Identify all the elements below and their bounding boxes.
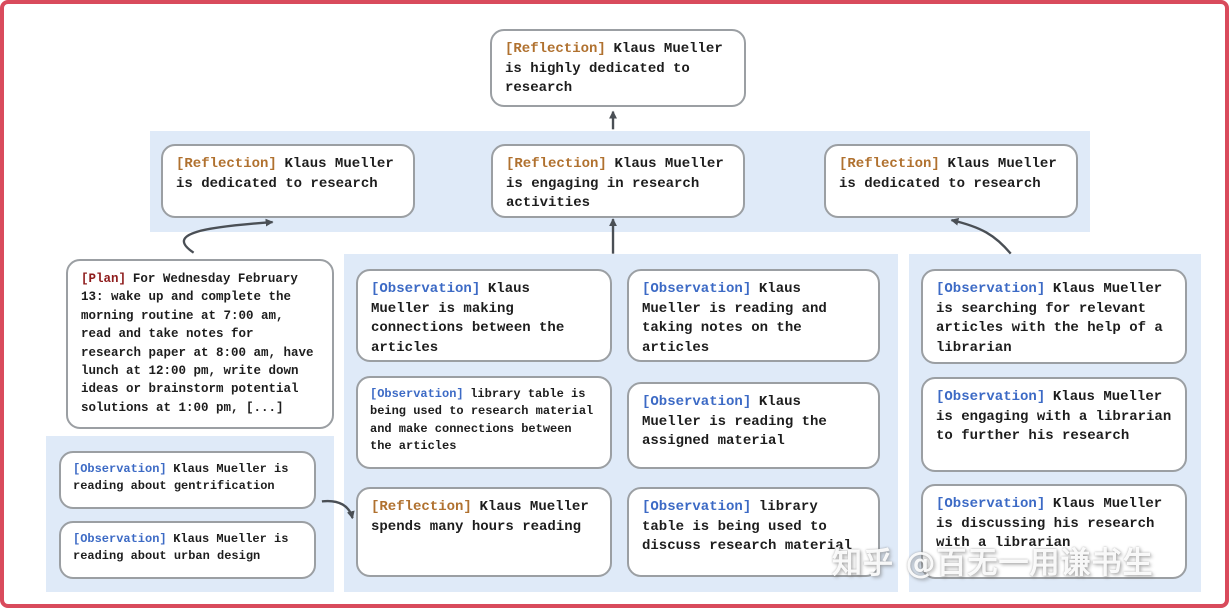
observation-tag: [Observation]	[936, 496, 1046, 512]
observation-tag: [Observation]	[936, 281, 1046, 297]
node-text: Klaus Mueller is discussing his research…	[936, 496, 1163, 552]
node-obs-making-connections: [Observation]Klaus Mueller is making con…	[356, 269, 612, 362]
reflection-tag: [Reflection]	[176, 156, 277, 172]
node-obs-library-research: [Observation]library table is being used…	[356, 376, 612, 469]
node-reflection-dedicated-right: [Reflection]Klaus Mueller is dedicated t…	[824, 144, 1078, 218]
reflection-tag: [Reflection]	[839, 156, 940, 172]
node-obs-urban-design: [Observation]Klaus Mueller is reading ab…	[59, 521, 316, 579]
node-obs-searching-articles: [Observation]Klaus Mueller is searching …	[921, 269, 1187, 364]
node-text: Klaus Mueller is dedicated to research	[839, 156, 1057, 192]
node-obs-discussing-librarian: [Observation]Klaus Mueller is discussing…	[921, 484, 1187, 579]
node-text: Klaus Mueller spends many hours reading	[371, 499, 589, 535]
node-text: Klaus Mueller is highly dedicated to res…	[505, 41, 723, 97]
watermark-text: 知乎 @百无一用谦书生	[832, 546, 1154, 581]
node-reflection-engaging: [Reflection]Klaus Mueller is engaging in…	[491, 144, 745, 218]
node-text: Klaus Mueller is reading about gentrific…	[73, 462, 289, 494]
node-obs-gentrification: [Observation]Klaus Mueller is reading ab…	[59, 451, 316, 509]
node-text: Klaus Mueller is engaging in research ac…	[506, 156, 724, 212]
node-text: For Wednesday February 13: wake up and c…	[81, 272, 314, 415]
node-obs-engaging-librarian: [Observation]Klaus Mueller is engaging w…	[921, 377, 1187, 472]
node-text: Klaus Mueller is searching for relevant …	[936, 281, 1163, 356]
node-plan: [Plan]For Wednesday February 13: wake up…	[66, 259, 334, 429]
reflection-tag: [Reflection]	[371, 499, 472, 515]
node-text: library table is being used to research …	[370, 387, 594, 454]
node-text: Klaus Mueller is making connections betw…	[371, 281, 565, 356]
node-text: Klaus Mueller is reading the assigned ma…	[642, 394, 827, 450]
node-obs-library-discuss: [Observation]library table is being used…	[627, 487, 880, 577]
node-obs-taking-notes: [Observation]Klaus Mueller is reading an…	[627, 269, 880, 362]
plan-tag: [Plan]	[81, 272, 127, 286]
observation-tag: [Observation]	[371, 281, 481, 297]
node-obs-assigned-material: [Observation]Klaus Mueller is reading th…	[627, 382, 880, 469]
observation-tag: [Observation]	[370, 387, 464, 401]
node-text: Klaus Mueller is reading about urban des…	[73, 532, 289, 564]
observation-tag: [Observation]	[642, 394, 752, 410]
node-text: Klaus Mueller is dedicated to research	[176, 156, 394, 192]
observation-tag: [Observation]	[642, 281, 752, 297]
node-reflection-dedicated-left: [Reflection]Klaus Mueller is dedicated t…	[161, 144, 415, 218]
node-reflection-hours-reading: [Reflection]Klaus Mueller spends many ho…	[356, 487, 612, 577]
observation-tag: [Observation]	[642, 499, 752, 515]
node-text: Klaus Mueller is engaging with a librari…	[936, 389, 1172, 445]
observation-tag: [Observation]	[73, 462, 167, 476]
reflection-tag: [Reflection]	[506, 156, 607, 172]
node-text: library table is being used to discuss r…	[642, 499, 853, 555]
observation-tag: [Observation]	[73, 532, 167, 546]
observation-tag: [Observation]	[936, 389, 1046, 405]
reflection-tag: [Reflection]	[505, 41, 606, 57]
node-top-reflection: [Reflection]Klaus Mueller is highly dedi…	[490, 29, 746, 107]
node-text: Klaus Mueller is reading and taking note…	[642, 281, 827, 356]
